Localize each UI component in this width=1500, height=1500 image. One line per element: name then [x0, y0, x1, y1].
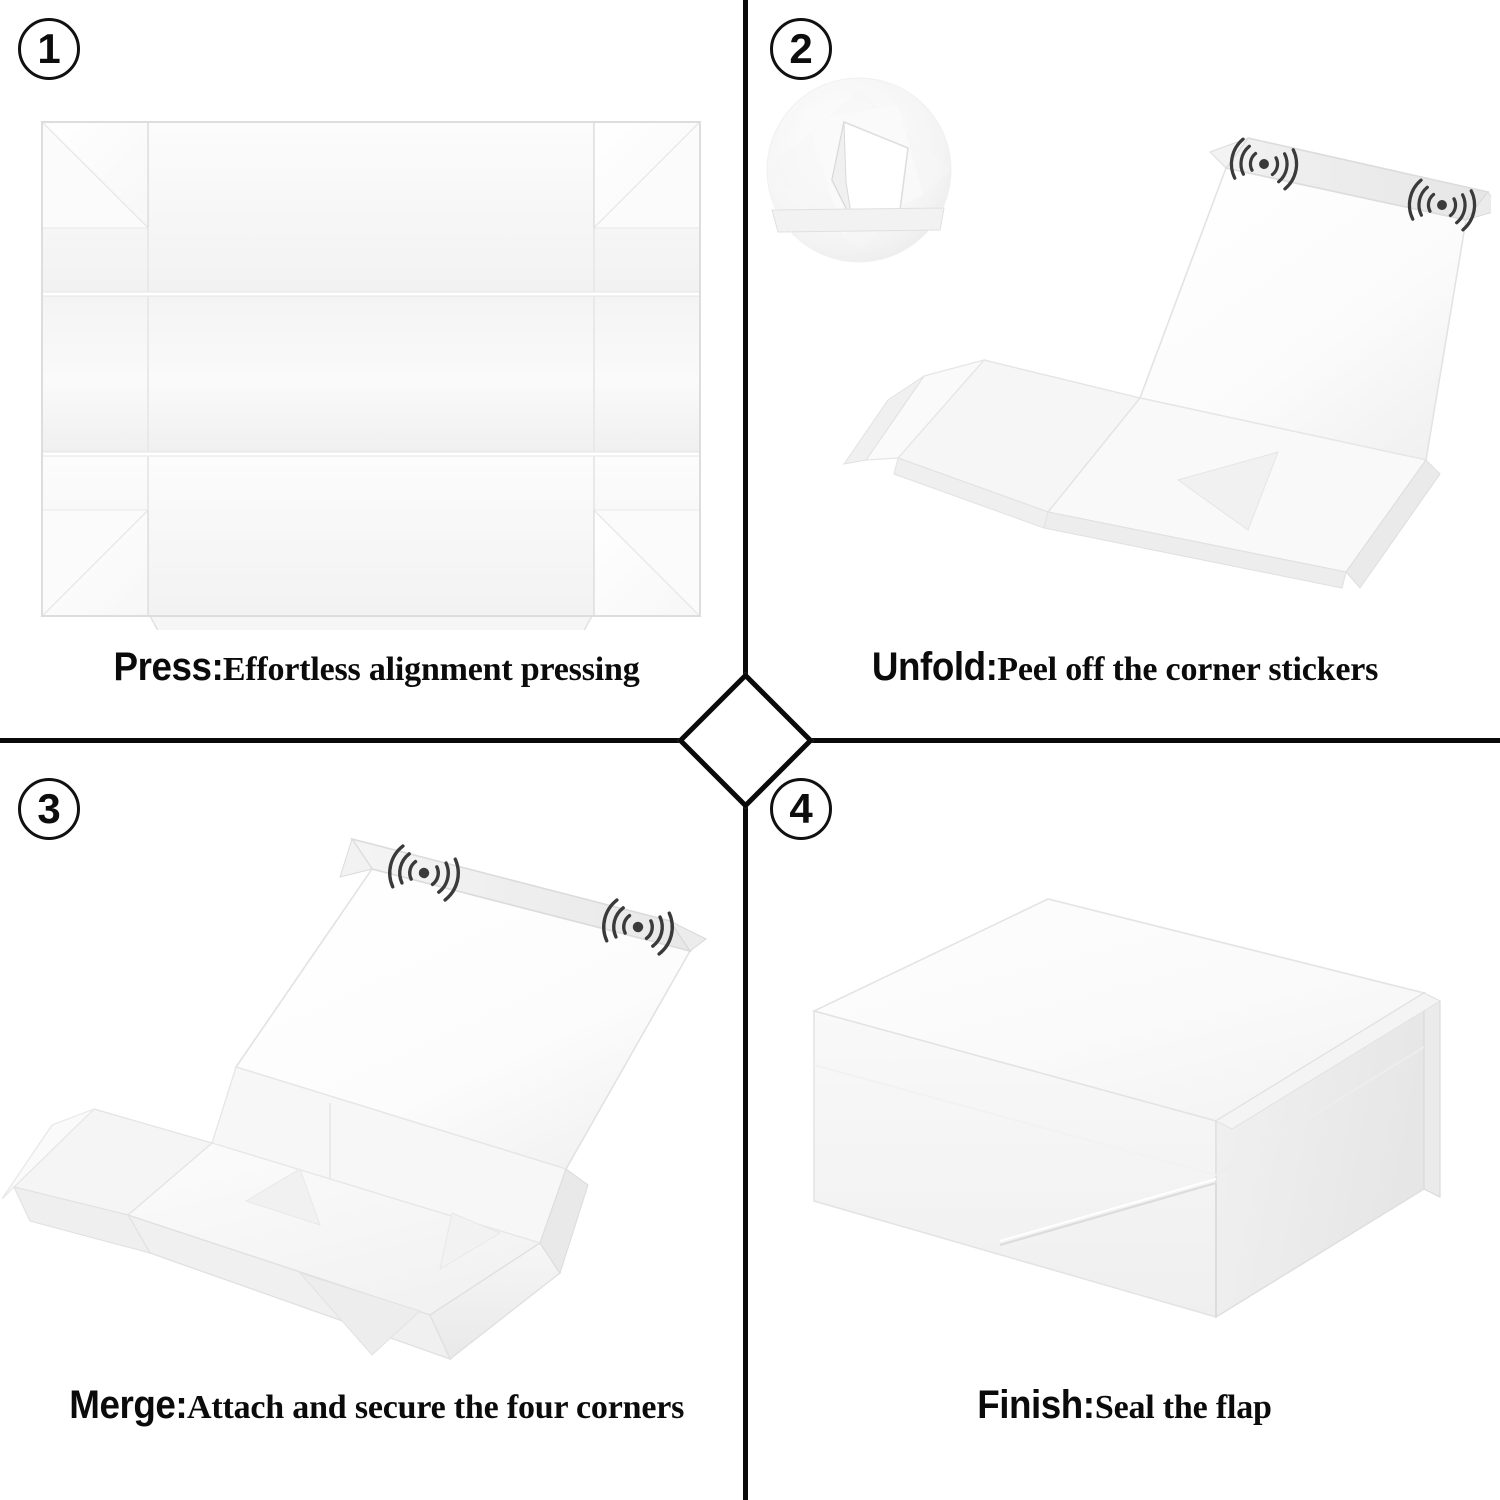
step-4-illustration: [748, 803, 1491, 1373]
step-badge-3: 3: [18, 778, 80, 840]
step-4-caption: Finish:Seal the flap: [748, 1383, 1491, 1428]
step-badge-4: 4: [770, 778, 832, 840]
step-badge-1: 1: [18, 18, 80, 80]
step-2-caption-key: Unfold:: [871, 645, 998, 689]
magnet-signal-icon-left: [1229, 137, 1299, 191]
flat-box-body: [40, 120, 702, 630]
step-panel-4: 4: [748, 743, 1491, 1481]
step-4-caption-value: Seal the flap: [1094, 1389, 1272, 1426]
step-panel-1: 1: [0, 0, 743, 738]
unfolded-box: [842, 136, 1491, 589]
step-2-caption: Unfold:Peel off the corner stickers: [748, 645, 1491, 690]
magnet-signal-icon-right: [602, 898, 674, 956]
step-2-illustration: [748, 60, 1491, 630]
step-3-caption-value: Attach and secure the four corners: [187, 1389, 685, 1426]
step-2-caption-value: Peel off the corner stickers: [997, 651, 1379, 688]
closed-box: [811, 898, 1442, 1319]
step-1-caption-value: Effortless alignment pressing: [222, 651, 640, 688]
step-3-illustration: [0, 803, 743, 1373]
step-1-caption-key: Press:: [113, 645, 223, 689]
magnet-signal-icon-left: [388, 844, 460, 902]
step-panel-3: 3: [0, 743, 743, 1481]
step-3-caption: Merge:Attach and secure the four corners: [0, 1383, 743, 1428]
step-panel-2: 2: [748, 0, 1491, 738]
magnet-signal-icon-right: [1407, 178, 1477, 232]
step-1-caption: Press:Effortless alignment pressing: [0, 645, 743, 690]
corner-sticker-inset: [766, 77, 952, 263]
step-1-illustration: [0, 60, 743, 630]
assembled-box-lid-open: [1, 837, 707, 1361]
step-badge-2: 2: [770, 18, 832, 80]
step-4-caption-key: Finish:: [977, 1383, 1095, 1427]
step-3-caption-key: Merge:: [69, 1383, 187, 1427]
